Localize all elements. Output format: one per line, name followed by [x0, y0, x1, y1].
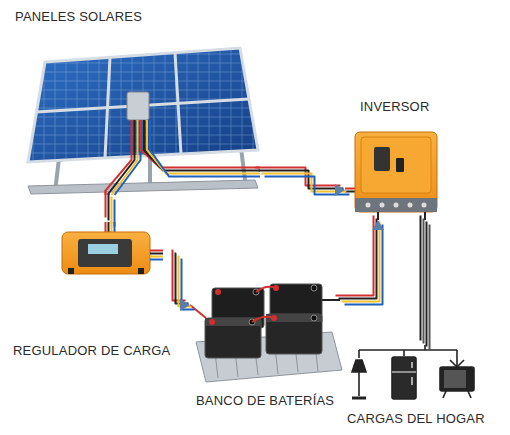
component-label: PANELES SOLARES: [15, 9, 142, 24]
junction-box: [127, 92, 149, 120]
panel-wires: [106, 120, 261, 195]
component-label: INVERSOR: [360, 99, 430, 114]
loads-group: CARGAS DEL HOGAR: [338, 345, 493, 430]
solar-panel-group: PANELES SOLARES: [10, 5, 260, 195]
arrowhead: [180, 299, 190, 311]
component-label: BANCO DE BATERÍAS: [196, 393, 334, 408]
wire-strand: [178, 257, 192, 307]
wire-strand: [114, 200, 116, 227]
wire-strand: [339, 219, 377, 299]
arrowhead: [372, 220, 384, 230]
wire-strand: [111, 197, 113, 224]
wire-strand: [345, 225, 383, 305]
wire-bundle: [172, 251, 195, 312]
regulator-group: REGULADOR DE CARGA: [8, 222, 176, 362]
wire-bundle: [421, 216, 430, 350]
panel-base: [28, 180, 258, 194]
wire-strand: [342, 222, 380, 302]
wire-strand: [105, 191, 107, 218]
wire-strand: [420, 216, 422, 341]
wire-bundle: [256, 168, 350, 197]
wire-bundle: [106, 191, 115, 227]
component-label: CARGAS DEL HOGAR: [347, 411, 485, 426]
wire-strand: [108, 194, 110, 221]
wire-strand: [429, 225, 431, 350]
charge-regulator: [62, 222, 163, 274]
wire-strand: [336, 216, 374, 296]
battery-group: BANCO DE BATERÍAS: [190, 272, 340, 412]
wire-strand: [423, 219, 425, 344]
inverter-group: INVERSOR: [345, 95, 445, 220]
wire-strand: [426, 222, 428, 347]
battery-bank: [190, 284, 342, 382]
component-label: REGULADOR DE CARGA: [13, 343, 170, 358]
household-loads: [352, 345, 474, 399]
inverter: [345, 132, 437, 220]
wire-bundle: [336, 216, 385, 305]
arrowhead: [335, 184, 345, 196]
